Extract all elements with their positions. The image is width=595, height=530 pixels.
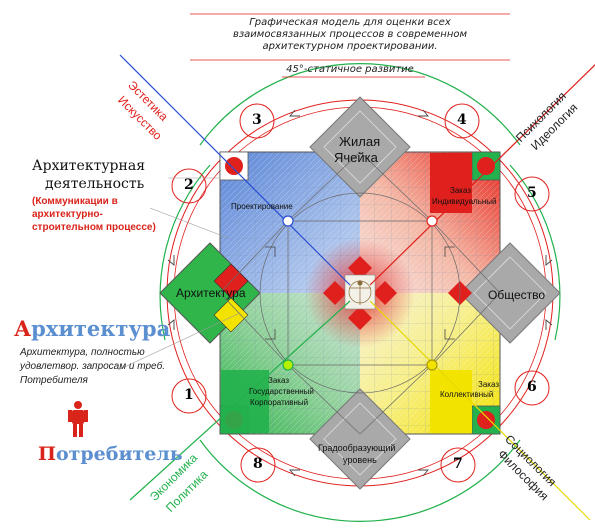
diamond-top [309,96,411,198]
quadrant-top-left-label: Проектирование [231,202,293,211]
number-4: 4 [457,112,467,128]
number-circles [171,103,550,483]
header-line-2: взаимосвязанных процессов в современном [232,29,468,40]
communication-line-2: архитектурно- [32,209,103,220]
header-line-3: архитектурном проектировании. [262,41,438,52]
consumer-heading-rest: отребитель [55,443,183,465]
diamond-top-label-2: Ячейка [334,150,378,165]
arch-activity-line-1: Архитектурная [32,158,146,174]
diagonal-lines [119,54,595,521]
diamond-right [459,242,561,344]
quadrant-bottom-left-label-1: Заказ [268,376,289,385]
number-5: 5 [527,185,537,201]
arch-activity-line-2: деятельность [45,176,145,192]
diamond-right-label: Общество [488,288,546,302]
consumer-heading: Потребитель [38,443,183,465]
number-7: 7 [453,456,463,472]
desc-line-1: Архитектура, полностью [20,347,145,358]
architecture-heading: Архитектура [14,316,170,341]
quadrant-bottom-left-label-3: Корпоративный [250,398,309,407]
header-line-1: Графическая модель для оценки всех [249,17,451,28]
communication-line-3: строительном процессе) [32,222,156,233]
number-3: 3 [252,112,262,128]
consumer-figure-icon [68,401,88,437]
pointer-lines [117,177,241,371]
number-2: 2 [184,177,194,193]
desc-line-3: Потребителя [20,375,88,386]
communication-line-1: (Коммуникации в [32,196,118,207]
header-line-4: 45°-статичное развитие [286,64,414,75]
number-8: 8 [253,456,263,472]
quadrant-top-right-label-2: Индивидуальный [432,197,497,206]
diamond-bottom-label-1: Градообразующий [318,443,396,453]
quadrant-top-right-label-1: Заказ [450,186,471,195]
number-6: 6 [527,379,537,395]
ring-arrows [167,109,553,477]
number-1: 1 [184,387,194,403]
diamond-top-label-1: Жилая [339,134,381,149]
inner-arrows [265,246,455,340]
consumer-heading-initial: П [38,443,56,465]
header-rules [190,13,510,78]
desc-line-2: удовлетвор. запросам и треб. [20,361,165,372]
diamond-left-label: Архитектура [176,286,246,300]
architecture-heading-initial: А [14,316,32,341]
diagonal-nodes [282,215,438,371]
diamond-bottom-label-2: уровень [343,455,377,465]
quadrant-bottom-left-label-2: Государственный [249,387,314,396]
quadrant-bottom-right-label-1: Заказ [478,380,499,389]
corner-squares [219,151,501,435]
diamond-bottom [309,388,411,490]
architecture-heading-rest: рхитектура [31,316,171,341]
center-markers [323,256,472,330]
quadrant-bottom-right-label-2: Коллективный [440,390,494,399]
